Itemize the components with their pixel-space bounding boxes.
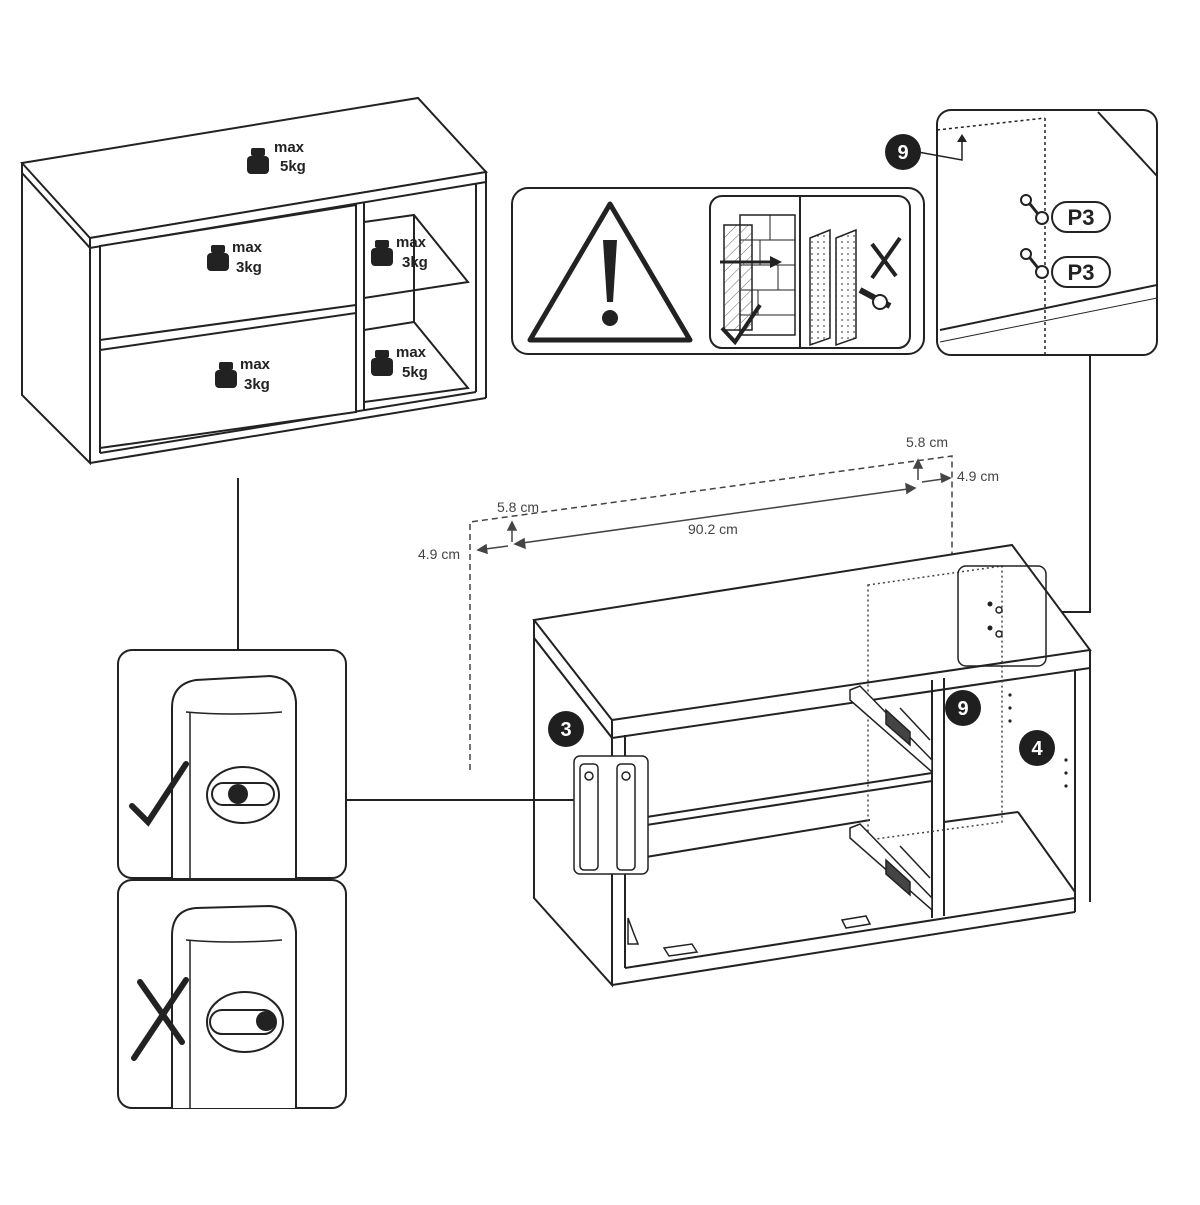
back-panel-outline <box>867 565 1003 841</box>
wall-dimensions <box>469 455 953 770</box>
part-label-lower: P3 <box>1068 260 1095 285</box>
screw-icon <box>1020 248 1049 279</box>
step-badge <box>945 690 981 726</box>
connector-line <box>1048 356 1091 613</box>
particle-board-icon <box>809 228 892 347</box>
load-drawer-upper-value: 3kg <box>236 259 262 276</box>
load-drawer-lower-value: 3kg <box>244 376 270 393</box>
load-shelf-upper-value: 3kg <box>402 254 428 271</box>
dimension-top-left-vertical: 5.8 cm <box>497 499 539 515</box>
check-icon <box>129 761 189 827</box>
load-shelf-upper-word: max <box>396 234 427 251</box>
screw-detail-inset: P3 P3 <box>917 109 1158 356</box>
load-top-word: max <box>274 139 305 156</box>
load-shelf-lower-value: 5kg <box>402 364 428 381</box>
load-drawer-upper-word: max <box>232 239 263 256</box>
part-label-upper: P3 <box>1068 205 1095 230</box>
dimension-right-horizontal: 4.9 cm <box>957 468 999 484</box>
weight-icon <box>207 245 229 271</box>
weight-icon <box>215 362 237 388</box>
dimension-left-horizontal: 4.9 cm <box>418 546 460 562</box>
drawer-runner-lower <box>849 823 933 912</box>
dimension-hole-spacing: 90.2 cm <box>688 521 738 537</box>
step-badge <box>885 134 921 170</box>
detail-highlight <box>957 565 1047 667</box>
weight-icon <box>371 350 393 376</box>
screw-icon <box>1020 194 1049 225</box>
hinge-incorrect-panel <box>117 879 347 1109</box>
load-shelf-lower-word: max <box>396 344 427 361</box>
hinge-plates <box>573 755 649 875</box>
cross-icon <box>870 236 902 280</box>
drawer-runner-upper <box>849 685 933 774</box>
step-badge-label: 4 <box>1031 738 1043 760</box>
step-badge <box>548 711 584 747</box>
load-top-value: 5kg <box>280 158 306 175</box>
weight-icon <box>371 240 393 266</box>
weight-icon <box>247 148 269 174</box>
load-drawer-lower-word: max <box>240 356 271 373</box>
cross-icon <box>131 977 189 1061</box>
hole-markers <box>1008 693 1068 788</box>
brick-wall-icon <box>720 214 796 336</box>
dimension-top-right-vertical: 5.8 cm <box>906 434 948 450</box>
main-cabinet <box>532 543 1092 988</box>
cabinet-feet <box>627 915 872 957</box>
hinge-correct-panel <box>117 649 347 879</box>
warning-panel <box>511 187 925 355</box>
step-badge-label: 9 <box>897 142 908 164</box>
step-badge-label: 9 <box>957 698 968 720</box>
step-badge <box>1019 730 1055 766</box>
check-icon <box>720 303 762 346</box>
warning-triangle-icon <box>527 201 693 343</box>
step-badge-label: 3 <box>560 719 571 741</box>
